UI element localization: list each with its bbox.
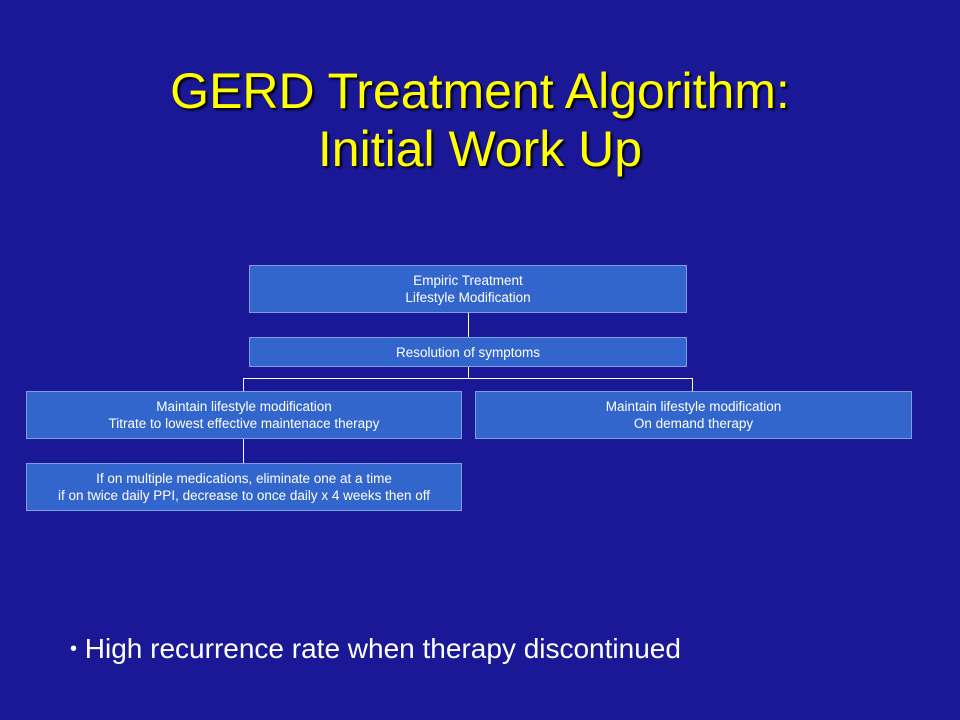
box-taper-line1: If on multiple medications, eliminate on…: [96, 471, 392, 486]
connector-split-right: [692, 378, 693, 391]
connector-left-to-taper: [243, 438, 244, 463]
slide-title-line1: GERD Treatment Algorithm:: [170, 63, 790, 119]
box-maintain-titrate-line2: Titrate to lowest effective maintenace t…: [108, 416, 380, 431]
bullet-point: • High recurrence rate when therapy disc…: [70, 631, 681, 667]
connector-split-horizontal: [243, 378, 693, 379]
slide-title-line2: Initial Work Up: [317, 121, 643, 177]
slide-title: GERD Treatment Algorithm: Initial Work U…: [0, 62, 960, 178]
connector-resolution-down: [468, 366, 469, 378]
box-resolution-line1: Resolution of symptoms: [395, 344, 541, 360]
bullet-marker: •: [70, 638, 78, 660]
bullet-text: High recurrence rate when therapy discon…: [84, 633, 681, 664]
box-maintain-titrate-line1: Maintain lifestyle modification: [156, 399, 332, 414]
connector-split-left: [243, 378, 244, 391]
box-resolution-of-symptoms: Resolution of symptoms: [249, 337, 687, 367]
box-maintain-titrate: Maintain lifestyle modification Titrate …: [26, 391, 462, 439]
box-medication-taper: If on multiple medications, eliminate on…: [26, 463, 462, 511]
connector-empiric-to-resolution: [468, 312, 469, 338]
box-on-demand-line2: On demand therapy: [633, 416, 754, 431]
box-empiric-treatment: Empiric Treatment Lifestyle Modification: [249, 265, 687, 313]
box-empiric-line1: Empiric Treatment: [413, 273, 523, 288]
box-on-demand-line1: Maintain lifestyle modification: [605, 399, 782, 414]
box-maintain-on-demand: Maintain lifestyle modification On deman…: [475, 391, 912, 439]
box-empiric-line2: Lifestyle Modification: [405, 290, 531, 305]
box-taper-line2: if on twice daily PPI, decrease to once …: [58, 488, 430, 503]
